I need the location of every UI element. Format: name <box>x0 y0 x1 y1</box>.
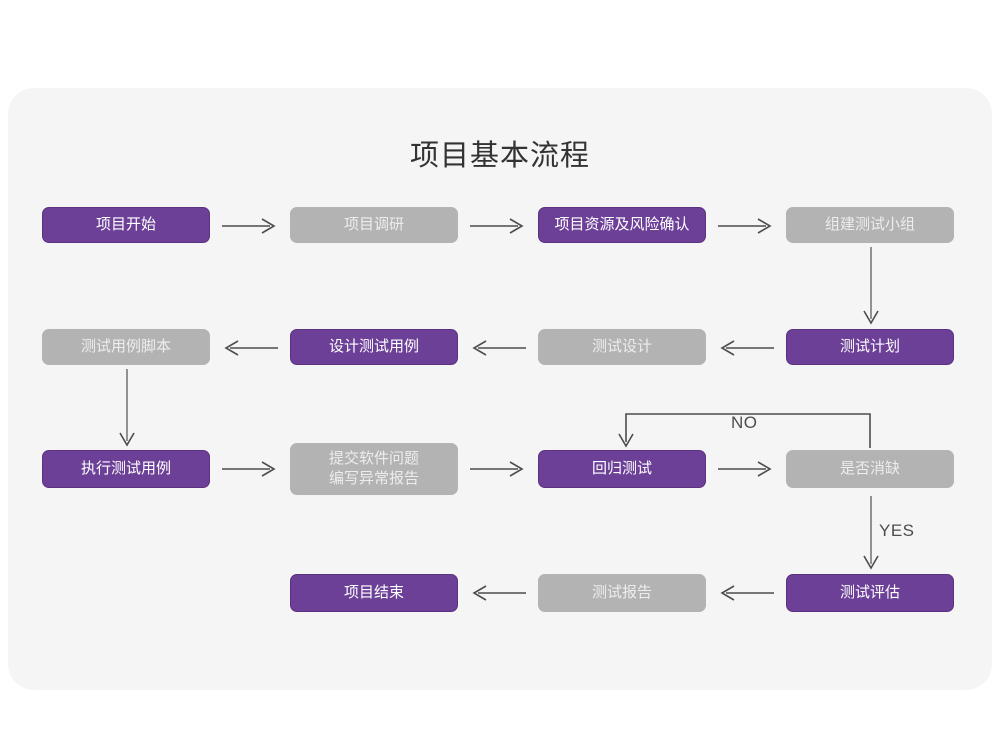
node-submit-defect-report[interactable]: 提交软件问题 编写异常报告 <box>290 443 458 495</box>
arrow-r3-1 <box>222 461 276 477</box>
edge-label-no: NO <box>731 413 758 432</box>
node-resource-risk-confirm[interactable]: 项目资源及风险确认 <box>538 207 706 243</box>
arrow-r4-2 <box>720 585 774 601</box>
edge-label-yes: YES <box>879 521 915 540</box>
node-regression-test[interactable]: 回归测试 <box>538 450 706 488</box>
arrow-r1-3 <box>718 218 772 234</box>
node-test-plan[interactable]: 测试计划 <box>786 329 954 365</box>
loop-no-decision <box>618 413 871 448</box>
arrow-down-left-r2-r3 <box>119 369 135 447</box>
node-execute-test-case[interactable]: 执行测试用例 <box>42 450 210 488</box>
arrow-yes-branch <box>863 496 879 570</box>
node-design-test-case[interactable]: 设计测试用例 <box>290 329 458 365</box>
node-test-case-script[interactable]: 测试用例脚本 <box>42 329 210 365</box>
node-test-evaluation[interactable]: 测试评估 <box>786 574 954 612</box>
arrow-r1-2 <box>470 218 524 234</box>
arrow-r1-1 <box>222 218 276 234</box>
node-test-design[interactable]: 测试设计 <box>538 329 706 365</box>
arrow-r3-3 <box>718 461 772 477</box>
arrow-r2-2 <box>472 340 526 356</box>
arrow-down-right-r1-r2 <box>863 247 879 325</box>
node-project-end[interactable]: 项目结束 <box>290 574 458 612</box>
arrow-r2-3 <box>720 340 774 356</box>
node-test-report[interactable]: 测试报告 <box>538 574 706 612</box>
node-project-research[interactable]: 项目调研 <box>290 207 458 243</box>
node-defect-resolved-decision[interactable]: 是否消缺 <box>786 450 954 488</box>
page-title: 项目基本流程 <box>409 140 590 172</box>
arrow-r2-1 <box>224 340 278 356</box>
node-project-start[interactable]: 项目开始 <box>42 207 210 243</box>
arrow-r4-1 <box>472 585 526 601</box>
node-build-test-team[interactable]: 组建测试小组 <box>786 207 954 243</box>
arrow-r3-2 <box>470 461 524 477</box>
